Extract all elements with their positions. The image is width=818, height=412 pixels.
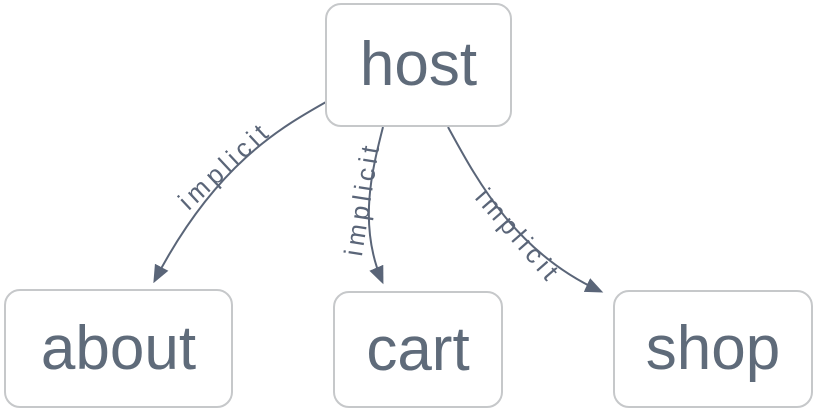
node-cart[interactable]: cart: [333, 291, 503, 408]
node-about[interactable]: about: [4, 289, 233, 408]
edge-host-about: [153, 101, 327, 284]
edge-label-host-cart: implicit: [338, 139, 386, 258]
edge-host-cart: [367, 126, 384, 285]
node-shop-label: shop: [645, 314, 781, 383]
node-cart-label: cart: [366, 314, 470, 384]
node-about-label: about: [40, 313, 197, 383]
node-host[interactable]: host: [325, 3, 512, 127]
edge-label-host-shop: implicit: [469, 182, 567, 289]
node-shop[interactable]: shop: [613, 290, 813, 408]
edge-host-shop: [447, 126, 604, 293]
edge-label-host-about: implicit: [172, 115, 277, 216]
node-host-label: host: [359, 30, 478, 99]
